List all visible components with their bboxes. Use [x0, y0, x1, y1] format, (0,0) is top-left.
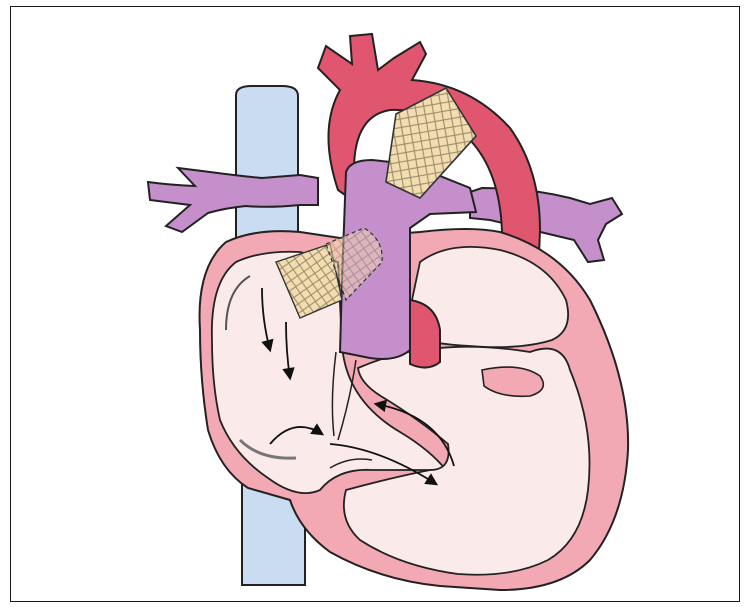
heart-diagram — [0, 0, 751, 607]
